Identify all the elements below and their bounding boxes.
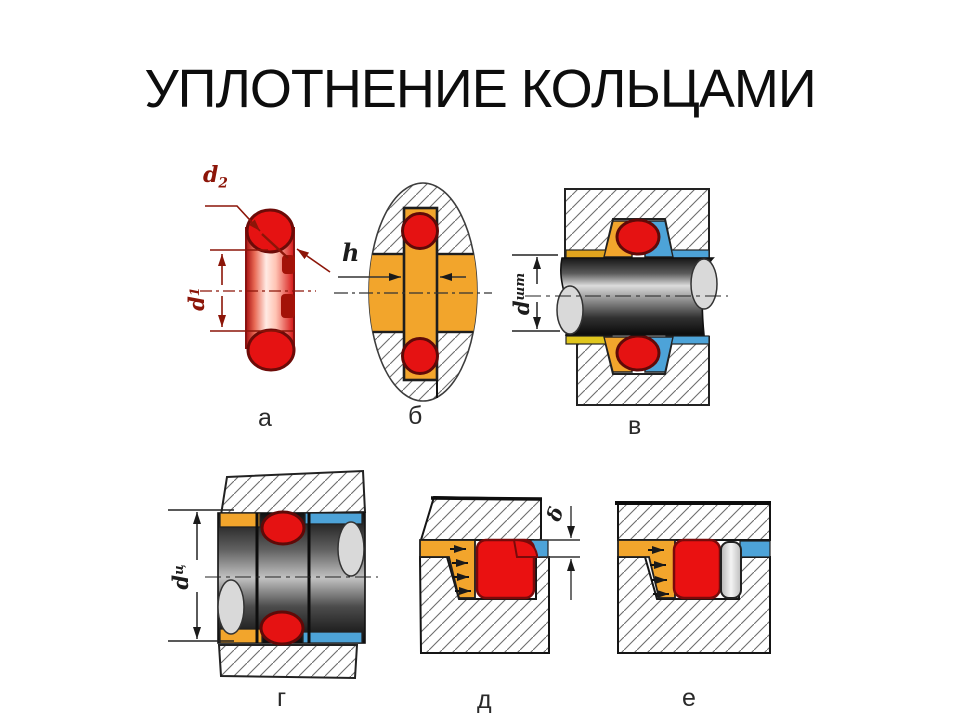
oring-bottom: [401, 337, 439, 375]
cylinder-top: [219, 469, 367, 517]
figure-e-seal-backup-ring: [615, 501, 771, 654]
dimension-lines-d: [534, 506, 580, 600]
clearance-gap: [739, 540, 771, 558]
seal: [672, 538, 722, 600]
oring-top: [615, 218, 661, 256]
figure-label-v: в: [628, 412, 642, 440]
wall-top: [617, 501, 771, 541]
dimension-lines-a: [200, 205, 331, 332]
dim-label-h: h: [342, 238, 360, 267]
figure-label-e: е: [682, 684, 696, 712]
oring-bottom: [615, 334, 661, 372]
figure-g-piston-seal: [168, 469, 378, 680]
figure-label-a: а: [258, 404, 272, 432]
oring-bottom-section: [246, 328, 296, 372]
backup-ring: [720, 541, 742, 599]
pressure-arrows: [450, 545, 471, 595]
dimension-lines-v: [512, 254, 728, 332]
figure-b-oring-mounted: [334, 182, 492, 402]
cylinder-bottom: [217, 644, 359, 680]
figure-label-d: д: [477, 686, 492, 714]
rod-break-right: [690, 258, 718, 310]
figure-a-oring-free: [200, 205, 331, 372]
figure-d-seal-pressure: [418, 495, 580, 654]
slide-title: УПЛОТНЕНИЕ КОЛЬЦАМИ: [144, 59, 816, 119]
dimension-lines-g: [168, 509, 378, 642]
figure-label-b: б: [408, 402, 423, 430]
oring-top: [260, 510, 306, 546]
seal-extrusion-lip: [512, 538, 538, 558]
oring-top: [401, 212, 439, 250]
pressure-fluid: [419, 539, 476, 599]
piston-break-right: [337, 521, 365, 577]
oring-band-shadow: [281, 294, 295, 318]
piston-break-left: [217, 579, 245, 635]
dim-label-d2: d2: [203, 162, 228, 192]
pressure-arrows: [648, 546, 669, 598]
wall-top: [419, 495, 542, 541]
figure-label-g: г: [277, 684, 287, 712]
oring-bottom: [259, 610, 305, 646]
oring-top-section: [245, 208, 295, 254]
figure-v-rod-seal: [512, 188, 728, 406]
dimension-lines-b: [334, 273, 492, 294]
rod-break-left: [556, 285, 584, 335]
oring-band-shadow: [282, 255, 295, 274]
